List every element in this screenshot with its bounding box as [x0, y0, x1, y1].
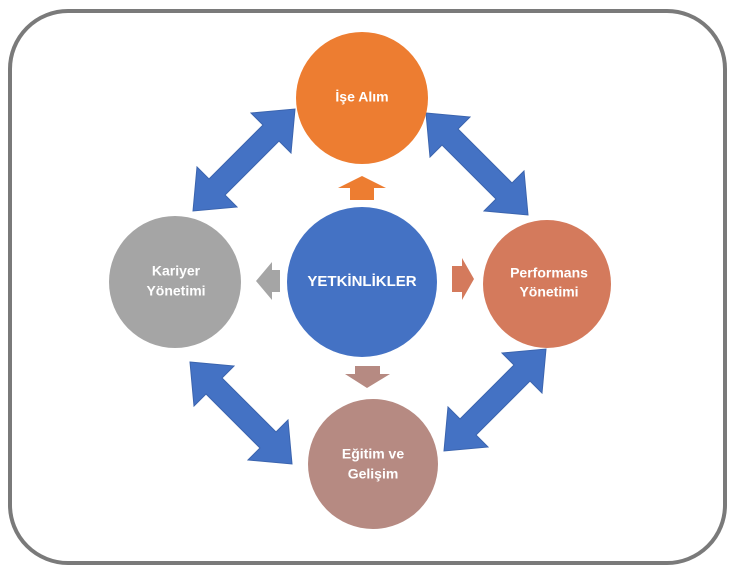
arrow-recruitment-performance: [425, 112, 529, 216]
arrow-center-to-recruitment: [338, 176, 386, 200]
node-performance-label-line2: Yönetimi: [519, 284, 578, 300]
arrow-performance-training: [443, 348, 547, 452]
node-competencies-label: YETKİNLİKLER: [307, 273, 416, 290]
arrow-center-to-performance: [452, 258, 474, 300]
arrow-center-to-career: [256, 262, 280, 300]
node-career-label-line2: Yönetimi: [146, 283, 205, 299]
node-training-development: [308, 399, 438, 529]
node-performance-label-line1: Performans: [510, 265, 588, 281]
arrow-recruitment-career: [192, 108, 296, 212]
node-performance-management: [483, 220, 611, 348]
node-training-label-line1: Eğitim ve: [342, 446, 404, 462]
arrow-training-career: [189, 361, 293, 465]
node-recruitment: [296, 32, 428, 164]
node-career-management: [109, 216, 241, 348]
node-recruitment-label: İşe Alım: [335, 89, 388, 105]
arrow-center-to-training: [345, 366, 390, 388]
node-competencies: [287, 207, 437, 357]
node-training-label-line2: Gelişim: [348, 466, 399, 482]
node-career-label-line1: Kariyer: [152, 263, 201, 279]
